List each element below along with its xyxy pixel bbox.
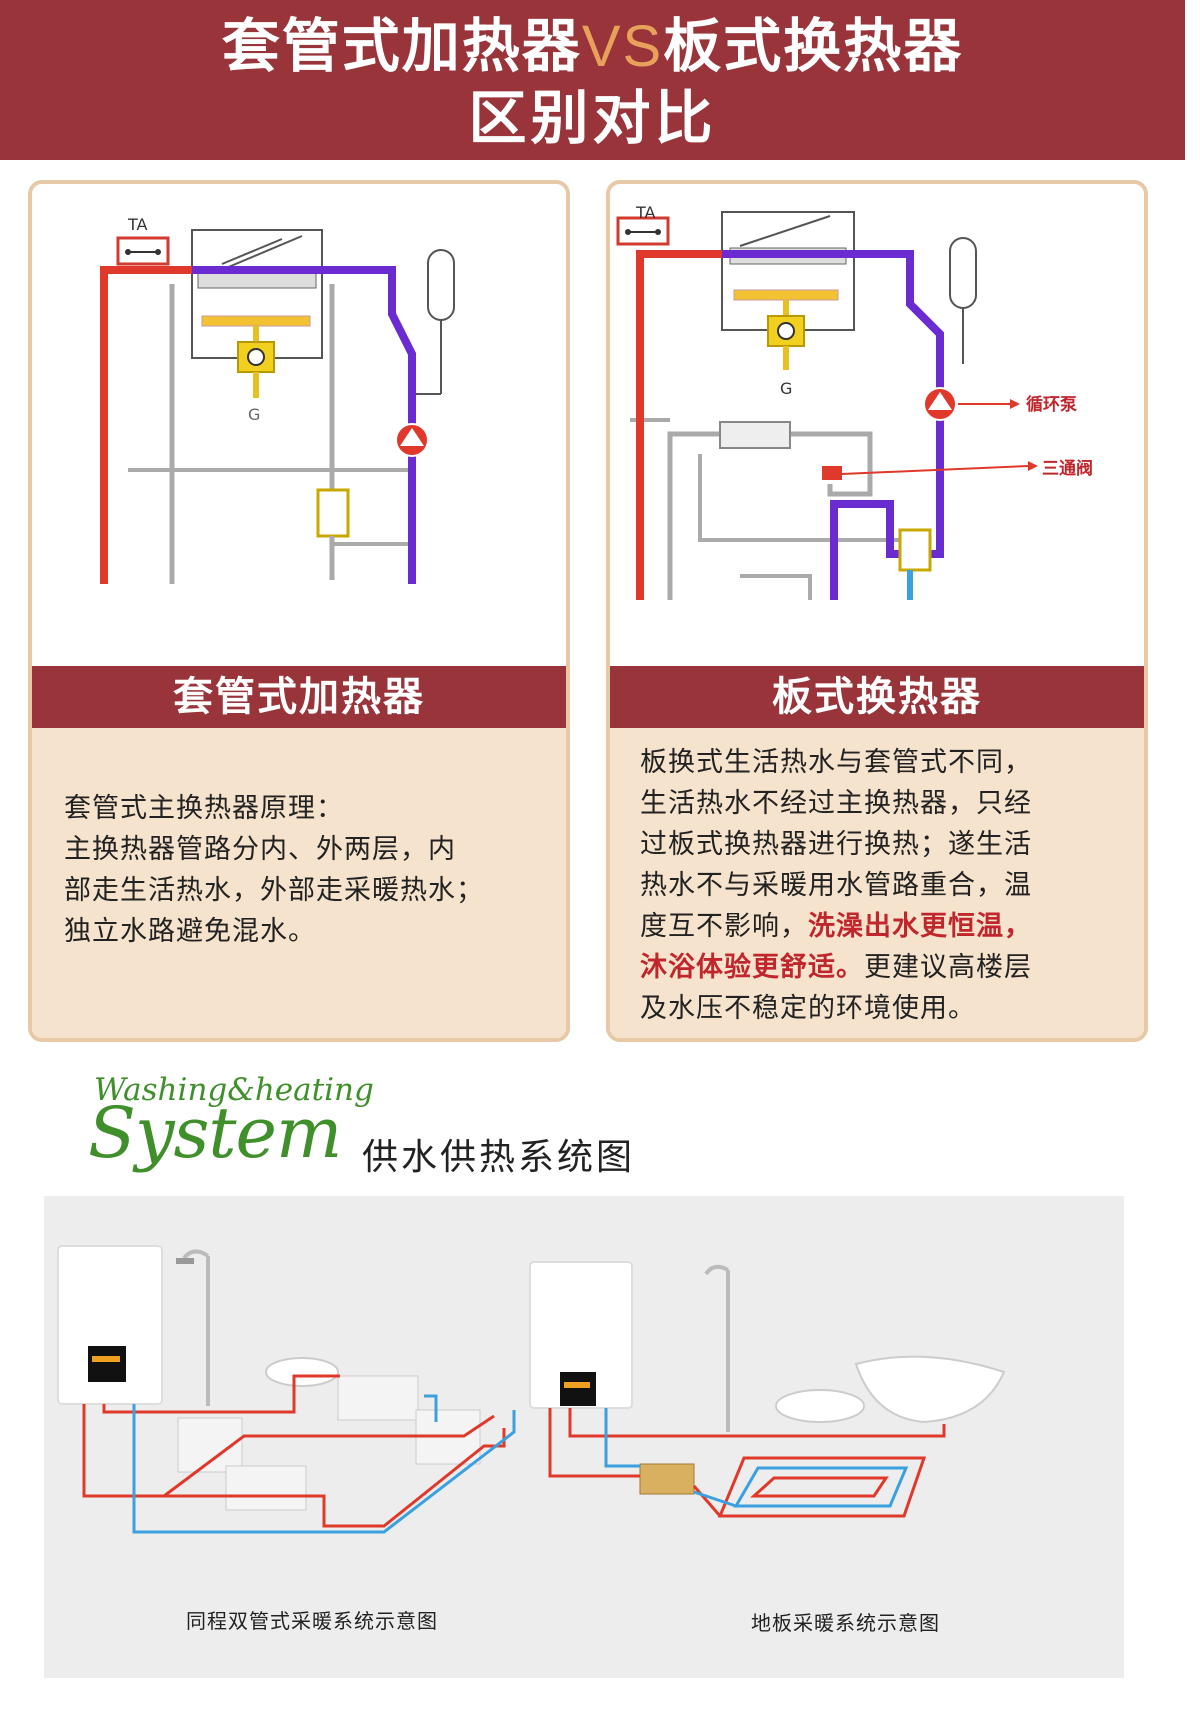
- valve-label: 三通阀: [1042, 458, 1093, 479]
- return-pipe-left: [132, 1404, 516, 1534]
- return-pipe-right: [604, 1408, 640, 1468]
- return-pipe: [722, 250, 944, 600]
- highlight-text: 洗澡出水更恒温，: [808, 911, 1032, 942]
- expansion-tank-icon: [949, 237, 977, 309]
- burner-icon: [201, 315, 311, 327]
- plate-exchanger-diagram: TA G 循环泵: [616, 203, 1093, 600]
- burner-icon: [733, 289, 839, 301]
- title-part2: 板式换热器: [663, 12, 964, 80]
- dhw-heater-icon: [316, 488, 350, 538]
- boiler-right-icon: [529, 1261, 633, 1409]
- gas-label: G: [248, 405, 260, 424]
- desc-line: 套管式主换热器原理：: [64, 793, 344, 824]
- sink-right-icon: [775, 1389, 865, 1423]
- desc-text: 更建议高楼层: [864, 952, 1032, 983]
- desc-line: 过板式换热器进行换热；遂生活: [640, 829, 1032, 860]
- plate-exchanger-icon: [719, 421, 791, 449]
- ta-label: TA: [127, 215, 148, 234]
- desc-line: 及水压不稳定的环境使用。: [640, 993, 976, 1024]
- desc-line: 生活热水不经过主换热器，只经: [640, 788, 1032, 819]
- highlight-text: 沐浴体验更舒适。: [640, 952, 864, 983]
- casing-heater-panel: TA G 套管式加热器 套管式主换热器原理： 主换热器管路分: [28, 180, 570, 1042]
- floor-heating-caption: 地板采暖系统示意图: [751, 1611, 940, 1635]
- desc-line: 部走生活热水，外部走采暖热水；: [64, 875, 484, 906]
- dhw-outlet-icon: [898, 528, 932, 572]
- valve-arrow: [841, 465, 1029, 475]
- desc-line: 度互不影响，洗澡出水更恒温，: [640, 906, 1126, 947]
- supply-pipe-right: [548, 1408, 640, 1478]
- expansion-tank-icon: [427, 249, 455, 321]
- title-part1: 套管式加热器: [221, 12, 582, 80]
- boiler-right-display: [560, 1372, 596, 1406]
- plate-exchanger-panel: TA G 循环泵: [606, 180, 1148, 1042]
- system-illustration: [44, 1196, 1124, 1678]
- desc-line: 板换式生活热水与套管式不同，: [640, 747, 1032, 778]
- plate-exchanger-description: 板换式生活热水与套管式不同， 生活热水不经过主换热器，只经 过板式换热器进行换热…: [610, 728, 1144, 1038]
- manifold-icon: [639, 1463, 695, 1495]
- desc-line: 独立水路避免混水。: [64, 916, 316, 947]
- title-vs: VS: [581, 14, 664, 79]
- bathtub-icon: [854, 1355, 1006, 1424]
- supply-pipe: [100, 266, 192, 584]
- desc-line: 热水不与采暖用水管路重合，温: [640, 870, 1032, 901]
- system-caption: 供水供热系统图: [362, 1137, 636, 1178]
- boiler-left-display: [88, 1346, 126, 1382]
- supply-pipe: [636, 250, 722, 600]
- header-banner: [0, 0, 1185, 160]
- radiator-icon: [225, 1465, 307, 1511]
- boiler-left-icon: [57, 1245, 163, 1405]
- casing-heater-description: 套管式主换热器原理： 主换热器管路分内、外两层，内 部走生活热水，外部走采暖热水…: [32, 728, 566, 1038]
- system-script: System: [88, 1092, 342, 1174]
- radiator-system-caption: 同程双管式采暖系统示意图: [186, 1609, 438, 1633]
- ta-label: TA: [635, 203, 656, 222]
- main-heat-exchanger: [197, 271, 317, 289]
- desc-line: 沐浴体验更舒适。更建议高楼层: [640, 947, 1126, 988]
- washing-heating-script: Washing&heating: [94, 1072, 374, 1108]
- pump-label: 循环泵: [1026, 394, 1077, 415]
- casing-heater-title: 套管式加热器: [32, 666, 566, 728]
- page-subtitle: 区别对比: [468, 84, 717, 152]
- desc-line: 主换热器管路分内、外两层，内: [64, 834, 456, 865]
- gas-label: G: [780, 379, 792, 398]
- supply-pipe-left: [82, 1404, 506, 1528]
- desc-text: 度互不影响，: [640, 911, 808, 942]
- page-title: 套管式加热器VS板式换热器: [0, 8, 1185, 85]
- system-illustration-art: [57, 1245, 1006, 1534]
- casing-heater-diagram: TA G: [100, 215, 455, 584]
- floor-heating-coil-icon: [692, 1456, 927, 1518]
- plate-exchanger-title: 板式换热器: [610, 666, 1144, 728]
- gas-valve-icon: [237, 341, 275, 373]
- three-way-valve-icon: [822, 466, 842, 480]
- sink-left-icon: [265, 1357, 339, 1387]
- radiator-icon: [337, 1375, 419, 1421]
